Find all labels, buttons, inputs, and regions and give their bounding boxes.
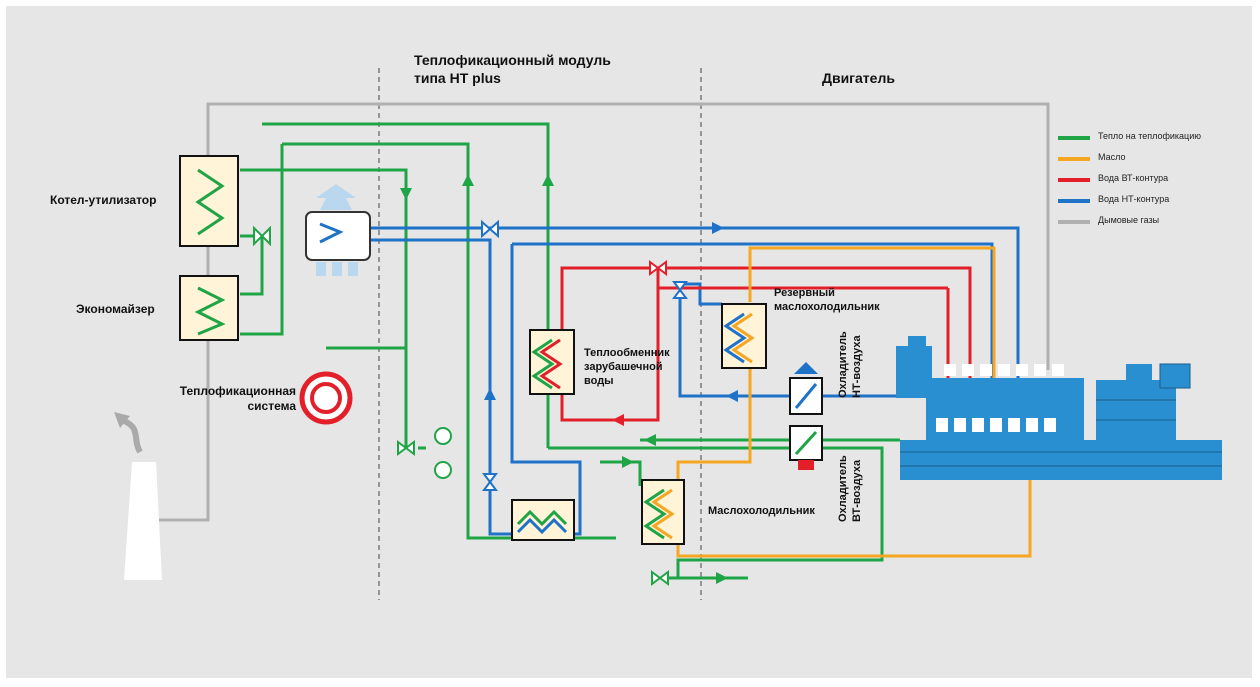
jacket-hx-label-line2: зарубашечной [584, 361, 663, 373]
green-line-boiler-top [240, 168, 408, 448]
legend-label-lt-water: Вода НТ-контура [1098, 194, 1170, 204]
oil-cooler-coil-green [643, 488, 667, 540]
green-line-return [548, 446, 884, 578]
green-arrow-up-1 [462, 174, 474, 186]
module-title-line1: Теплофикационный модуль [414, 52, 611, 68]
reserve-oil-label-line1: Резервный [774, 287, 835, 299]
reserve-oil-label-line2: маслохолодильник [774, 301, 880, 313]
ht-air-cooler-icon [789, 425, 823, 470]
legend-swatch-flue-gas [1058, 220, 1090, 224]
blue-arrow-left [726, 390, 738, 402]
jacket-hx-label-line3: воды [584, 375, 614, 387]
legend-label-heat: Тепло на теплофикацию [1098, 131, 1201, 141]
valve-icon-blue-bottom [482, 473, 498, 491]
blue-line-second [345, 238, 512, 536]
ht-cooler-label-line1: Охладитель [837, 455, 849, 522]
reserve-oil-coil-orange [731, 312, 755, 364]
valve-icon-red [649, 260, 667, 276]
engine-title: Двигатель [822, 70, 895, 86]
flue-gas-line [158, 102, 1050, 522]
heating-system-icon [299, 371, 353, 425]
legend-swatch-oil [1058, 157, 1090, 161]
legend-swatch-ht-water [1058, 178, 1090, 182]
green-arrow-down [400, 188, 412, 200]
legend-swatch-heat [1058, 136, 1090, 140]
background-panel [6, 6, 1252, 678]
ht-cooler-label-line2: ВТ-воздуха [851, 459, 863, 522]
legend-swatch-lt-water [1058, 199, 1090, 203]
heating-system-label-line1: Теплофикационная [179, 384, 296, 398]
red-arrow-left [612, 414, 624, 426]
blue-arrow-up [484, 388, 496, 400]
lt-air-cooler-icon [789, 362, 823, 415]
chimney-icon [114, 412, 162, 580]
blue-line-reserve [680, 282, 722, 306]
green-line-economizer [240, 234, 264, 296]
valve-icon-heating [397, 440, 415, 456]
economizer-label: Экономайзер [76, 302, 155, 316]
red-line-outer [560, 266, 972, 422]
economizer-coil [194, 286, 226, 336]
blue-line-middle [512, 242, 994, 395]
legend-label-flue-gas: Дымовые газы [1098, 215, 1160, 225]
valve-icon-blue-reserve [672, 281, 688, 299]
reserve-oil-coil-blue [723, 312, 747, 364]
module-title-line2: типа НТ plus [414, 70, 501, 86]
green-line-lower [600, 460, 642, 486]
blue-line-cooler [678, 284, 900, 398]
blue-line-top [345, 226, 1020, 395]
engine-icon [896, 336, 1222, 480]
jacket-hx-coil-red [539, 338, 563, 390]
cooling-tower-icon [305, 184, 371, 276]
jacket-hx-coil-green [531, 338, 555, 390]
lt-hx-coil-blue [516, 517, 568, 535]
green-arrow-up-2 [542, 174, 554, 186]
heating-system-label-line2: система [247, 399, 296, 413]
green-arrow-left [644, 434, 656, 446]
pump-icon-top [434, 427, 452, 445]
valve-icon-blue-top [481, 219, 499, 239]
valve-icon-green-bottom [651, 570, 669, 586]
orange-line-outer [748, 246, 996, 380]
boiler-label: Котел-утилизатор [50, 193, 157, 207]
blue-line-left-loop [510, 244, 582, 536]
pump-icon-bottom [434, 461, 452, 479]
green-arrow-right-2 [716, 572, 728, 584]
oil-cooler-coil-orange [651, 488, 675, 540]
oil-cooler-label: Маслохолодильник [708, 505, 815, 517]
green-line-economizer-return [240, 144, 284, 336]
lt-cooler-label-line2: НТ-воздуха [851, 335, 863, 398]
boiler-box [179, 155, 239, 247]
valve-icon-boiler [253, 225, 271, 247]
blue-arrow-right [712, 222, 724, 234]
green-arrow-right-1 [622, 456, 634, 468]
legend-label-ht-water: Вода ВТ-контура [1098, 173, 1169, 183]
lt-cooler-label-line1: Охладитель [837, 331, 849, 398]
boiler-coil [195, 168, 225, 236]
jacket-hx-label-line1: Теплообменник [584, 347, 670, 359]
legend-label-oil: Масло [1098, 152, 1126, 162]
lt-hx-coil-green [516, 509, 568, 527]
